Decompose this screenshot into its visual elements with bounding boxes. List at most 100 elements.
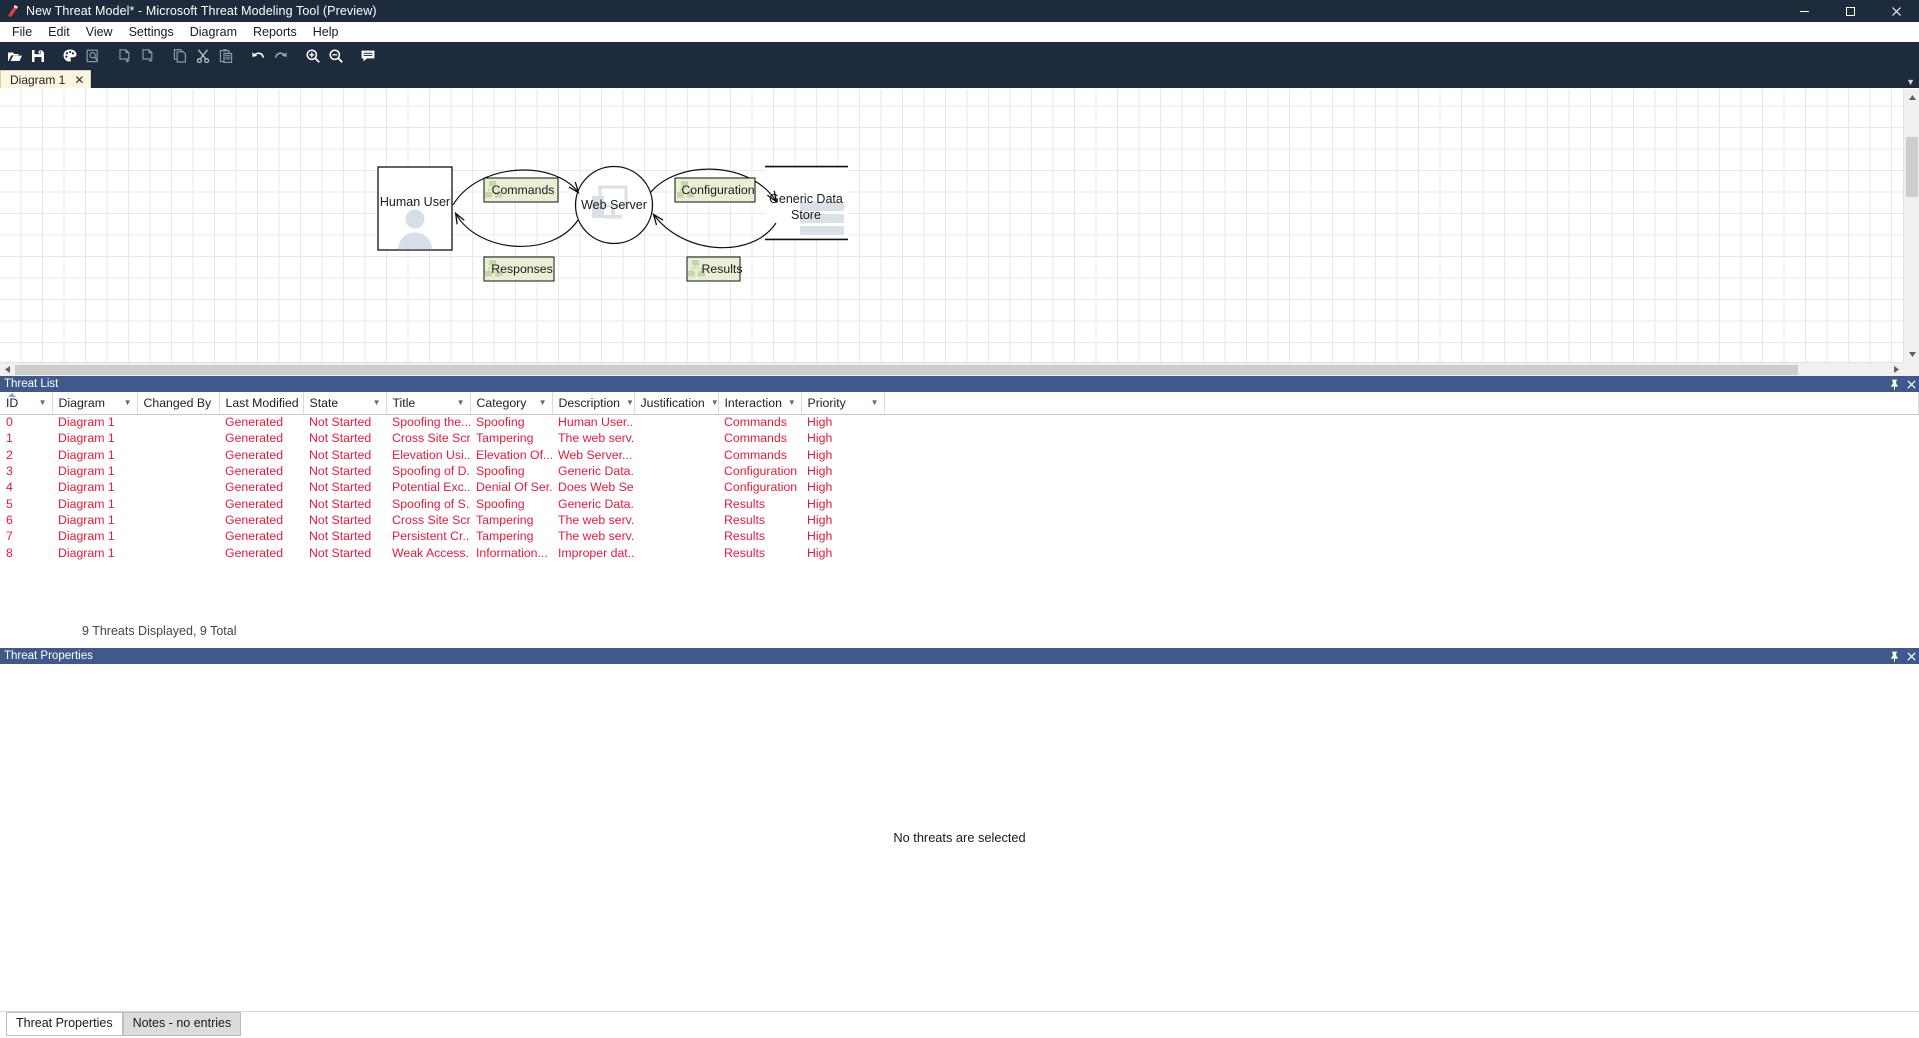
filter-chevron-down-icon[interactable]: ▼ — [456, 397, 465, 407]
palette-icon[interactable] — [58, 43, 81, 69]
save-icon[interactable] — [26, 43, 49, 69]
diagram-tab-strip: Diagram 1 ✕ ▼ — [0, 70, 1919, 88]
column-label: ID — [6, 395, 19, 410]
no-threats-selected-message: No threats are selected — [893, 830, 1026, 845]
menu-bar: File Edit View Settings Diagram Reports … — [0, 22, 1919, 42]
filter-chevron-down-icon[interactable]: ▼ — [372, 397, 381, 407]
cell-filler — [884, 430, 1919, 446]
close-icon[interactable] — [1907, 651, 1916, 661]
column-header-changed-by[interactable]: Changed By ▼ — [137, 392, 220, 415]
cell-category: Elevation Of... — [476, 447, 552, 462]
undo-icon[interactable] — [246, 43, 269, 69]
column-header-description[interactable]: Description ▼ — [552, 392, 635, 415]
cell-changed_by — [137, 430, 219, 446]
menu-item-edit[interactable]: Edit — [48, 25, 70, 39]
close-icon[interactable] — [1907, 379, 1916, 389]
filter-chevron-down-icon[interactable]: ▼ — [123, 397, 132, 407]
cell-title: Spoofing of S... — [392, 496, 470, 511]
canvas-horizontal-scrollbar[interactable] — [0, 362, 1903, 376]
filter-chevron-down-icon[interactable]: ▼ — [538, 397, 547, 407]
tab-diagram-1[interactable]: Diagram 1 ✕ — [0, 70, 92, 88]
column-header-interaction[interactable]: Interaction ▼ — [718, 392, 802, 415]
threat-list-title: Threat List — [4, 378, 59, 390]
filter-chevron-down-icon[interactable]: ▼ — [626, 397, 634, 407]
minimize-button[interactable] — [1781, 0, 1827, 22]
scroll-up-icon[interactable] — [1904, 89, 1919, 105]
filter-chevron-down-icon[interactable]: ▼ — [38, 397, 47, 407]
diagram-drawing: Human User Web Server Generic Data Sto — [377, 165, 848, 282]
scroll-left-icon[interactable] — [0, 363, 14, 376]
zoom-out-icon[interactable] — [324, 43, 347, 69]
remove-page-icon[interactable] — [136, 43, 159, 69]
cell-last_modified: Generated — [225, 431, 284, 446]
cell-state: Not Started — [309, 529, 372, 544]
canvas-vscroll-thumb[interactable] — [1906, 137, 1918, 197]
cut-icon[interactable] — [191, 43, 214, 69]
menu-item-view[interactable]: View — [85, 25, 113, 39]
menu-item-reports[interactable]: Reports — [253, 25, 297, 39]
canvas-grid-background — [0, 89, 1903, 362]
diagram-flow-commands: Commands — [452, 169, 578, 206]
menu-item-diagram[interactable]: Diagram — [189, 25, 237, 39]
cell-state: Not Started — [309, 496, 372, 511]
scroll-down-icon[interactable] — [1904, 346, 1919, 362]
column-header-priority[interactable]: Priority ▼ — [801, 392, 885, 415]
open-folder-icon[interactable] — [3, 43, 26, 69]
close-button[interactable] — [1873, 0, 1919, 22]
column-header-last-modified[interactable]: Last Modified — [219, 392, 304, 415]
tab-overflow-chevron-down-icon[interactable]: ▼ — [1906, 77, 1915, 87]
tab-threat-properties[interactable]: Threat Properties — [6, 1012, 123, 1036]
add-page-icon[interactable] — [113, 43, 136, 69]
diagram-canvas[interactable]: Human User Web Server Generic Data Sto — [0, 89, 1919, 376]
cell-state: Not Started — [309, 464, 372, 479]
cell-diagram: Diagram 1 — [58, 415, 115, 430]
pin-icon[interactable] — [1890, 379, 1899, 390]
column-header-id[interactable]: ID ▼ — [0, 392, 53, 415]
column-header-state[interactable]: State ▼ — [303, 392, 387, 415]
preview-icon[interactable] — [81, 43, 104, 69]
filter-chevron-down-icon[interactable]: ▼ — [787, 397, 796, 407]
comment-icon[interactable] — [356, 43, 379, 69]
column-header-category[interactable]: Category ▼ — [470, 392, 553, 415]
column-label: Last Modified — [225, 395, 299, 410]
menu-item-help[interactable]: Help — [312, 25, 339, 39]
column-header-title[interactable]: Title ▼ — [386, 392, 471, 415]
canvas-hscroll-thumb[interactable] — [15, 365, 1798, 375]
scroll-right-icon[interactable] — [1889, 363, 1903, 376]
cell-changed_by — [137, 495, 219, 511]
zoom-in-icon[interactable] — [301, 43, 324, 69]
cell-last_modified: Generated — [225, 545, 284, 560]
cell-state: Not Started — [309, 545, 372, 560]
column-header-diagram[interactable]: Diagram ▼ — [52, 392, 138, 415]
svg-text:Commands: Commands — [492, 183, 555, 197]
paste-icon[interactable] — [214, 43, 237, 69]
sitemap-icon — [677, 181, 694, 198]
filter-chevron-down-icon[interactable]: ▼ — [710, 397, 718, 407]
column-header-justification[interactable]: Justification ▼ — [634, 392, 719, 415]
filter-chevron-down-icon[interactable]: ▼ — [870, 397, 879, 407]
menu-item-file[interactable]: File — [12, 25, 33, 39]
menu-item-settings[interactable]: Settings — [128, 25, 174, 39]
tab-close-icon[interactable]: ✕ — [74, 72, 85, 87]
cell-category: Spoofing — [476, 496, 525, 511]
cell-title: Cross Site Scr... — [392, 512, 470, 527]
tab-notes[interactable]: Notes - no entries — [122, 1012, 242, 1036]
copy-icon[interactable] — [168, 43, 191, 69]
cell-filler — [884, 414, 1919, 430]
cell-last_modified: Generated — [225, 464, 284, 479]
maximize-button[interactable] — [1827, 0, 1873, 22]
filter-chevron-down-icon[interactable]: ▼ — [217, 398, 218, 407]
pin-icon[interactable] — [1890, 651, 1899, 662]
redo-icon[interactable] — [269, 43, 292, 69]
canvas-vertical-scrollbar[interactable] — [1903, 89, 1919, 362]
